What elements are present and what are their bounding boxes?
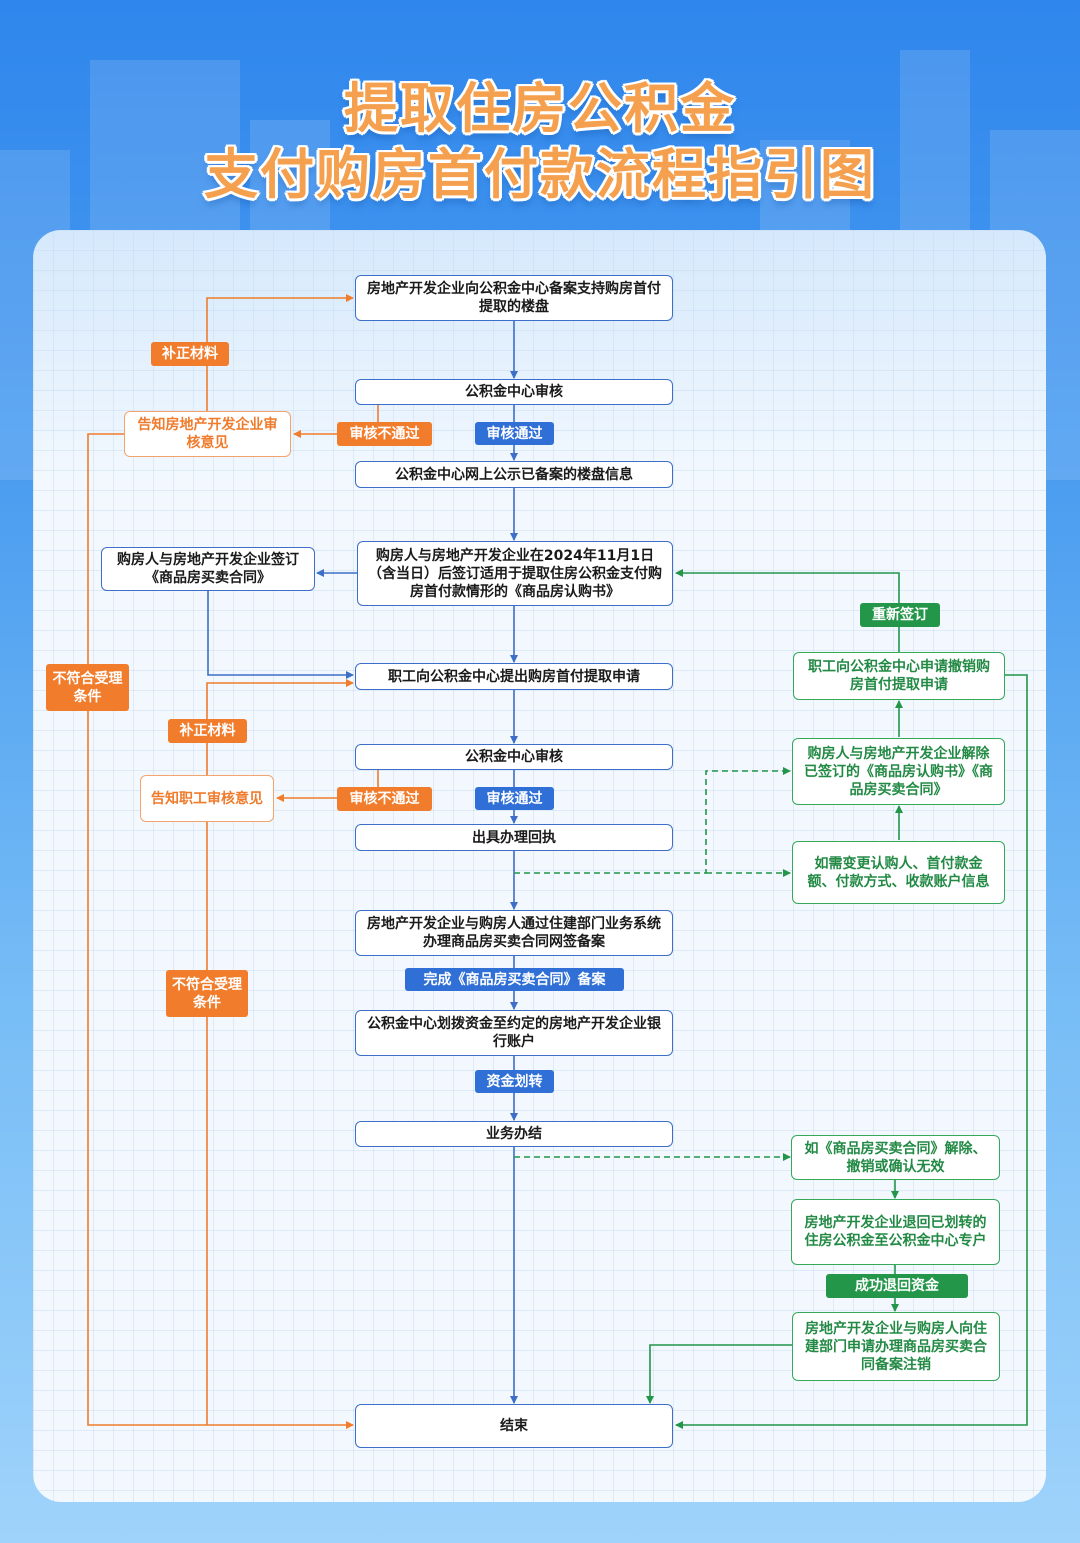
tag-not-eligible-2: 不符合受理条件	[166, 970, 248, 1017]
step-fund-transfer: 公积金中心划拨资金至约定的房地产开发企业银行账户	[355, 1010, 673, 1056]
step-apply-withdrawal: 职工向公积金中心提出购房首付提取申请	[355, 663, 673, 690]
step-cancel-filing: 房地产开发企业与购房人向住建部门申请办理商品房买卖合同备案注销	[792, 1312, 1000, 1381]
step-cancel-contracts: 购房人与房地产开发企业解除已签订的《商品房认购书》《商品房买卖合同》	[792, 738, 1005, 805]
tag-supplement-materials-1: 补正材料	[151, 342, 229, 366]
notify-staff-result: 告知职工审核意见	[140, 775, 274, 822]
tag-filing-complete: 完成《商品房买卖合同》备案	[405, 968, 624, 991]
step-end: 结束	[355, 1404, 673, 1448]
step-contract-void: 如《商品房买卖合同》解除、撤销或确认无效	[791, 1135, 1000, 1180]
tag-resign: 重新签订	[860, 603, 940, 627]
tag-review-fail-2: 审核不通过	[337, 787, 432, 811]
notify-developer-result: 告知房地产开发企业审核意见	[124, 411, 291, 457]
tag-fund-transfer: 资金划转	[475, 1070, 554, 1093]
tag-review-pass-1: 审核通过	[475, 422, 554, 445]
step-sign-contract: 购房人与房地产开发企业签订《商品房买卖合同》	[101, 547, 315, 591]
step-refund-funds: 房地产开发企业退回已划转的住房公积金至公积金中心专户	[791, 1199, 1000, 1265]
step-business-complete: 业务办结	[355, 1121, 673, 1147]
step-online-filing: 房地产开发企业与购房人通过住建部门业务系统办理商品房买卖合同网签备案	[355, 910, 673, 956]
tag-review-fail-1: 审核不通过	[337, 422, 432, 446]
step-revoke-application: 职工向公积金中心申请撤销购房首付提取申请	[793, 652, 1005, 700]
tag-refund-success: 成功退回资金	[826, 1274, 968, 1298]
step-publish-info: 公积金中心网上公示已备案的楼盘信息	[355, 461, 673, 488]
tag-supplement-materials-2: 补正材料	[168, 719, 247, 743]
step-developer-filing: 房地产开发企业向公积金中心备案支持购房首付提取的楼盘	[355, 275, 673, 321]
step-sign-subscription: 购房人与房地产开发企业在2024年11月1日（含当日）后签订适用于提取住房公积金…	[357, 541, 673, 606]
title-line-2: 支付购房首付款流程指引图	[204, 143, 876, 206]
tag-review-pass-2: 审核通过	[475, 787, 554, 810]
step-change-info: 如需变更认购人、首付款金额、付款方式、收款账户信息	[792, 841, 1005, 904]
title-line-1: 提取住房公积金	[344, 77, 736, 140]
step-issue-receipt: 出具办理回执	[355, 824, 673, 851]
step-center-review-2: 公积金中心审核	[355, 744, 673, 770]
step-center-review-1: 公积金中心审核	[355, 379, 673, 405]
tag-not-eligible-1: 不符合受理条件	[46, 664, 129, 711]
